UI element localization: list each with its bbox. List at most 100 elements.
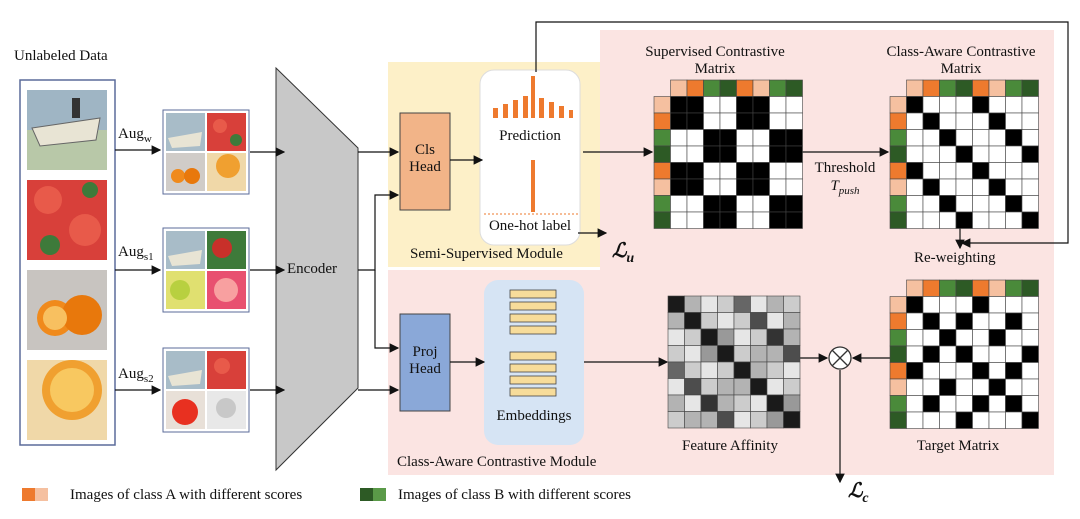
matrix-header-cell	[1021, 79, 1039, 97]
matrix-cell	[667, 394, 685, 412]
matrix-cell	[719, 96, 737, 114]
matrix-header-cell	[769, 79, 787, 97]
matrix-cell	[988, 329, 1006, 347]
matrix-cell	[972, 378, 990, 396]
matrix-cell	[766, 361, 784, 379]
matrix-cell	[972, 96, 990, 114]
embeddings-label: Embeddings	[496, 408, 572, 424]
matrix-cell	[955, 145, 973, 163]
matrix-header-cell	[972, 279, 990, 297]
matrix-cell	[922, 378, 940, 396]
matrix-cell	[667, 295, 685, 313]
matrix-cell	[972, 162, 990, 180]
matrix-cell	[939, 312, 957, 330]
matrix-cell	[922, 345, 940, 363]
aug-strong2-label: Augs2	[118, 366, 154, 385]
matrix-cell	[769, 96, 787, 114]
matrix-cell	[785, 178, 803, 196]
matrix-cell	[733, 394, 751, 412]
matrix-cell	[955, 211, 973, 229]
one-hot-label: One-hot label	[488, 218, 572, 234]
matrix-cell	[972, 112, 990, 130]
matrix-cell	[750, 312, 768, 330]
matrix-cell	[667, 411, 685, 429]
matrix-cell	[1005, 411, 1023, 429]
reweighting-label: Re-weighting	[914, 250, 996, 266]
matrix-cell	[922, 211, 940, 229]
matrix-cell	[769, 129, 787, 147]
matrix-cell	[717, 345, 735, 363]
matrix-cell	[1021, 96, 1039, 114]
matrix-cell	[703, 162, 721, 180]
matrix-cell	[1021, 112, 1039, 130]
matrix-cell	[1021, 129, 1039, 147]
target-matrix-label: Target Matrix	[916, 438, 1000, 454]
matrix-cell	[955, 378, 973, 396]
matrix-cell	[752, 195, 770, 213]
matrix-row-cell	[653, 112, 671, 130]
matrix-header-cell	[686, 79, 704, 97]
prediction-bars	[493, 76, 573, 118]
matrix-cell	[939, 195, 957, 213]
matrix-cell	[1021, 145, 1039, 163]
matrix-cell	[736, 112, 754, 130]
matrix-cell	[733, 411, 751, 429]
matrix-row-cell	[889, 378, 907, 396]
matrix-cell	[783, 312, 801, 330]
matrix-cell	[752, 112, 770, 130]
matrix-cell	[684, 394, 702, 412]
matrix-cell	[703, 96, 721, 114]
matrix-cell	[785, 162, 803, 180]
matrix-cell	[922, 112, 940, 130]
matrix-cell	[906, 395, 924, 413]
matrix-cell	[988, 145, 1006, 163]
matrix-cell	[750, 378, 768, 396]
matrix-cell	[783, 361, 801, 379]
matrix-cell	[667, 312, 685, 330]
matrix-cell	[1005, 296, 1023, 314]
matrix-cell	[703, 129, 721, 147]
matrix-cell	[703, 195, 721, 213]
matrix-cell	[717, 361, 735, 379]
matrix-row-cell	[889, 329, 907, 347]
matrix-cell	[686, 112, 704, 130]
matrix-cell	[703, 211, 721, 229]
matrix-cell	[700, 345, 718, 363]
matrix-cell	[684, 345, 702, 363]
matrix-row-cell	[889, 96, 907, 114]
matrix-cell	[752, 96, 770, 114]
matrix-cell	[955, 96, 973, 114]
matrix-cell	[906, 129, 924, 147]
matrix-cell	[922, 145, 940, 163]
matrix-cell	[1005, 178, 1023, 196]
matrix-cell	[1021, 329, 1039, 347]
matrix-cell	[955, 112, 973, 130]
matrix-header-cell	[939, 279, 957, 297]
matrix-cell	[700, 295, 718, 313]
target-matrix	[889, 279, 1039, 429]
matrix-cell	[700, 361, 718, 379]
matrix-cell	[736, 211, 754, 229]
matrix-header-cell	[922, 79, 940, 97]
matrix-cell	[972, 362, 990, 380]
matrix-cell	[939, 129, 957, 147]
unlabeled-images	[27, 90, 107, 440]
matrix-cell	[733, 295, 751, 313]
matrix-cell	[769, 145, 787, 163]
matrix-cell	[906, 378, 924, 396]
matrix-cell	[955, 395, 973, 413]
matrix-cell	[939, 145, 957, 163]
matrix-cell	[906, 178, 924, 196]
matrix-cell	[736, 162, 754, 180]
matrix-cell	[717, 328, 735, 346]
proj-head-box	[399, 313, 451, 412]
matrix-cell	[752, 145, 770, 163]
matrix-cell	[906, 195, 924, 213]
matrix-row-cell	[653, 96, 671, 114]
matrix-cell	[686, 96, 704, 114]
arrows	[115, 21, 1069, 484]
matrix-cell	[939, 296, 957, 314]
matrix-cell	[686, 129, 704, 147]
matrix-cell	[670, 195, 688, 213]
matrix-cell	[939, 96, 957, 114]
